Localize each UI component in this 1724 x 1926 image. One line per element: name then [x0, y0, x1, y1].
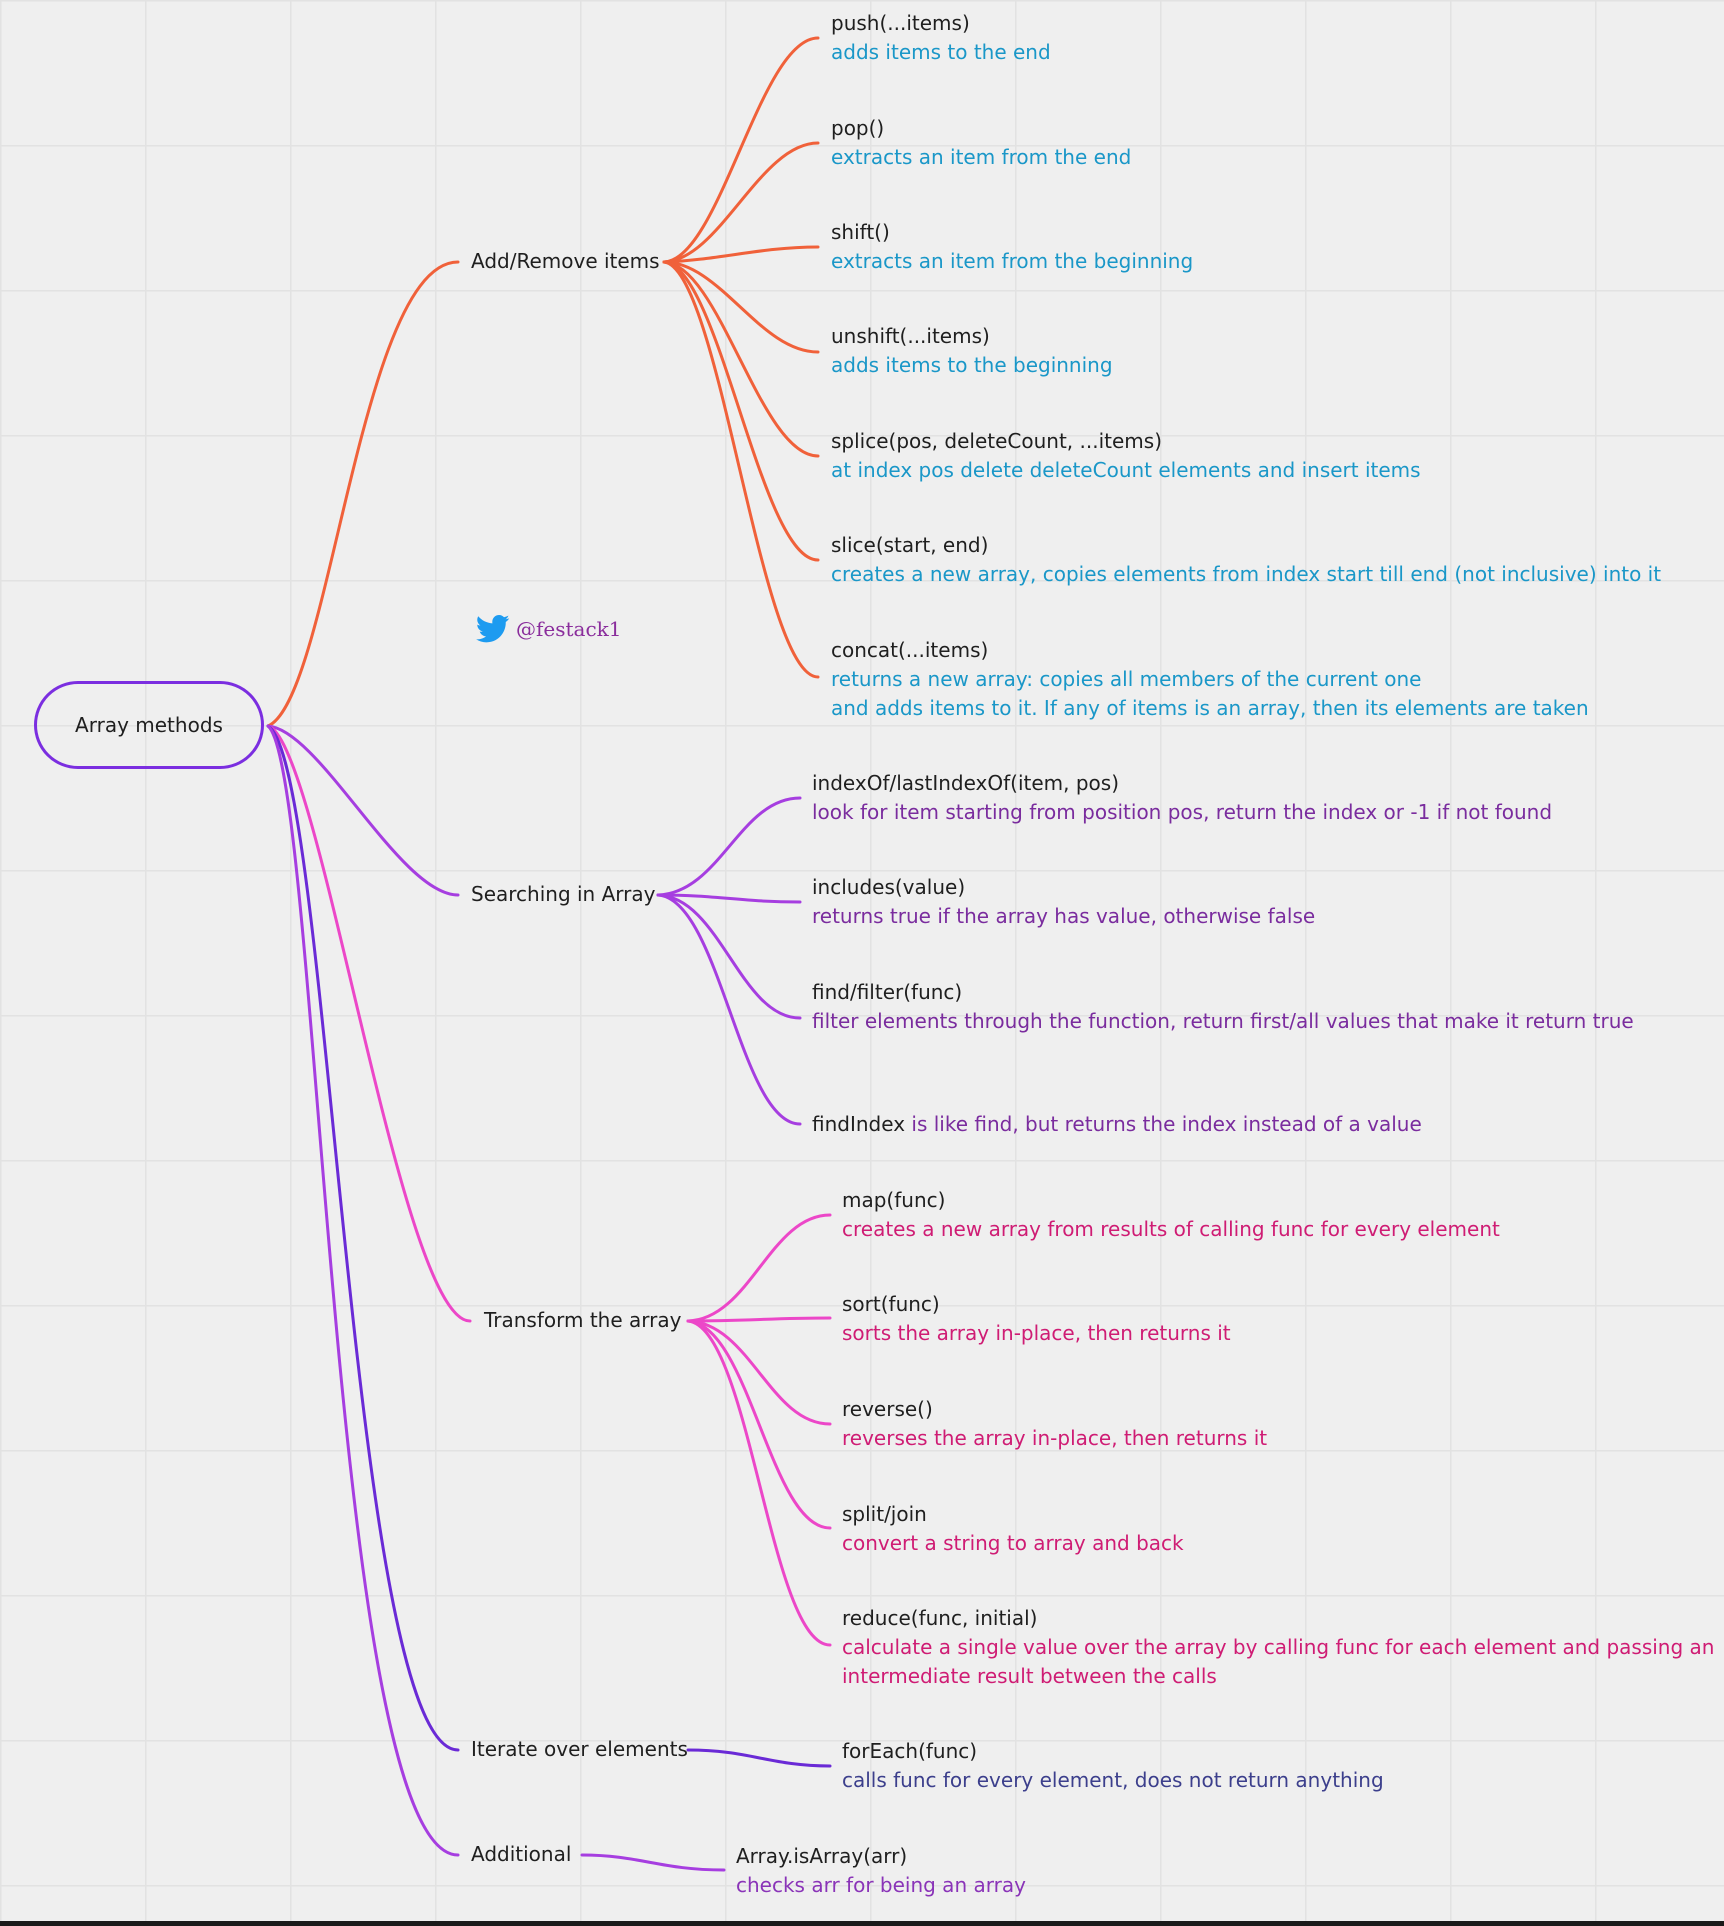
leaf-includes[interactable]: includes(value) returns true if the arra… — [812, 873, 1315, 931]
twitter-bird-icon — [476, 614, 510, 643]
link-search-findindex — [656, 893, 802, 1126]
leaf-desc: returns a new array: copies all members … — [831, 667, 1422, 691]
leaf-name: findIndex — [812, 1112, 906, 1136]
leaf-splice[interactable]: splice(pos, deleteCount, ...items) at in… — [831, 427, 1421, 485]
leaf-map[interactable]: map(func) creates a new array from resul… — [842, 1186, 1500, 1244]
leaf-desc: sorts the array in-place, then returns i… — [842, 1321, 1231, 1345]
leaf-name: map(func) — [842, 1188, 946, 1212]
leaf-name: forEach(func) — [842, 1739, 978, 1763]
leaf-desc: extracts an item from the beginning — [831, 249, 1194, 273]
leaf-name: find/filter(func) — [812, 980, 963, 1004]
leaf-name: sort(func) — [842, 1292, 940, 1316]
leaf-indexof[interactable]: indexOf/lastIndexOf(item, pos) look for … — [812, 769, 1552, 827]
leaf-name: pop() — [831, 116, 885, 140]
link-search-indexof — [656, 796, 802, 897]
leaf-desc: returns true if the array has value, oth… — [812, 904, 1316, 928]
leaf-foreach[interactable]: forEach(func) calls func for every eleme… — [842, 1737, 1384, 1795]
leaf-desc: adds items to the beginning — [831, 353, 1113, 377]
link-add-slice — [662, 260, 820, 562]
leaf-name: unshift(...items) — [831, 324, 990, 348]
link-add-shift — [662, 245, 820, 264]
leaf-desc: at index pos delete deleteCount elements… — [831, 458, 1421, 482]
link-transform-split — [686, 1319, 832, 1530]
leaf-name: split/join — [842, 1502, 927, 1526]
leaf-name: reverse() — [842, 1397, 933, 1421]
leaf-reduce[interactable]: reduce(func, initial) calculate a single… — [842, 1604, 1714, 1691]
link-search-includes — [656, 893, 802, 904]
link-additional-isarray — [580, 1853, 726, 1872]
leaf-unshift[interactable]: unshift(...items) adds items to the begi… — [831, 322, 1113, 380]
leaf-pop[interactable]: pop() extracts an item from the end — [831, 114, 1131, 172]
leaf-name: reduce(func, initial) — [842, 1606, 1038, 1630]
link-root-add-remove — [266, 260, 460, 728]
leaf-desc: calculate a single value over the array … — [842, 1635, 1715, 1659]
branch-add-remove[interactable]: Add/Remove items — [471, 249, 660, 273]
branch-additional[interactable]: Additional — [471, 1842, 572, 1866]
leaf-desc: calls func for every element, does not r… — [842, 1768, 1384, 1792]
link-add-splice — [662, 260, 820, 458]
link-root-searching — [266, 724, 460, 897]
leaf-desc: extracts an item from the end — [831, 145, 1132, 169]
leaf-name: push(...items) — [831, 11, 970, 35]
leaf-desc: checks arr for being an array — [736, 1873, 1026, 1897]
link-add-unshift — [662, 260, 820, 354]
link-add-concat — [662, 260, 820, 679]
leaf-shift[interactable]: shift() extracts an item from the beginn… — [831, 218, 1193, 276]
leaf-isarray[interactable]: Array.isArray(arr) checks arr for being … — [736, 1842, 1026, 1900]
leaf-name: concat(...items) — [831, 638, 989, 662]
leaf-find-filter[interactable]: find/filter(func) filter elements throug… — [812, 978, 1634, 1036]
link-add-push — [662, 36, 820, 264]
leaf-desc: reverses the array in-place, then return… — [842, 1426, 1268, 1450]
link-iterate-foreach — [686, 1748, 832, 1768]
leaf-desc: look for item starting from position pos… — [812, 800, 1553, 824]
twitter-handle: @festack1 — [476, 614, 622, 644]
leaf-slice[interactable]: slice(start, end) creates a new array, c… — [831, 531, 1661, 589]
link-transform-reduce — [686, 1319, 832, 1647]
leaf-desc-continued: and adds items to it. If any of items is… — [831, 696, 1589, 720]
twitter-handle-text: @festack1 — [516, 617, 622, 641]
leaf-findindex[interactable]: findIndex is like find, but returns the … — [812, 1110, 1422, 1139]
leaf-reverse[interactable]: reverse() reverses the array in-place, t… — [842, 1395, 1267, 1453]
leaf-desc: creates a new array from results of call… — [842, 1217, 1500, 1241]
root-label: Array methods — [75, 713, 223, 737]
leaf-desc: creates a new array, copies elements fro… — [831, 562, 1662, 586]
link-root-iterate — [266, 724, 460, 1752]
leaf-desc: filter elements through the function, re… — [812, 1009, 1634, 1033]
leaf-name: shift() — [831, 220, 890, 244]
bottom-border — [0, 1921, 1724, 1926]
leaf-concat[interactable]: concat(...items) returns a new array: co… — [831, 636, 1589, 723]
branch-searching[interactable]: Searching in Array — [471, 882, 656, 906]
leaf-name: indexOf/lastIndexOf(item, pos) — [812, 771, 1120, 795]
leaf-desc: adds items to the end — [831, 40, 1051, 64]
leaf-split-join[interactable]: split/join convert a string to array and… — [842, 1500, 1184, 1558]
leaf-sort[interactable]: sort(func) sorts the array in-place, the… — [842, 1290, 1231, 1348]
link-search-find — [656, 893, 802, 1020]
leaf-name: splice(pos, deleteCount, ...items) — [831, 429, 1162, 453]
root-node[interactable]: Array methods — [34, 681, 264, 769]
link-root-transform — [266, 724, 472, 1323]
link-add-pop — [662, 141, 820, 264]
link-transform-sort — [686, 1316, 832, 1323]
branch-iterate[interactable]: Iterate over elements — [471, 1737, 688, 1761]
link-transform-reverse — [686, 1319, 832, 1426]
link-root-additional — [266, 724, 460, 1857]
leaf-name: Array.isArray(arr) — [736, 1844, 908, 1868]
link-transform-map — [686, 1213, 832, 1323]
leaf-push[interactable]: push(...items) adds items to the end — [831, 9, 1051, 67]
branch-transform[interactable]: Transform the array — [484, 1308, 682, 1332]
leaf-name: slice(start, end) — [831, 533, 989, 557]
leaf-name: includes(value) — [812, 875, 966, 899]
leaf-desc: is like find, but returns the index inst… — [911, 1112, 1422, 1136]
leaf-desc-continued: intermediate result between the calls — [842, 1664, 1217, 1688]
leaf-desc: convert a string to array and back — [842, 1531, 1184, 1555]
